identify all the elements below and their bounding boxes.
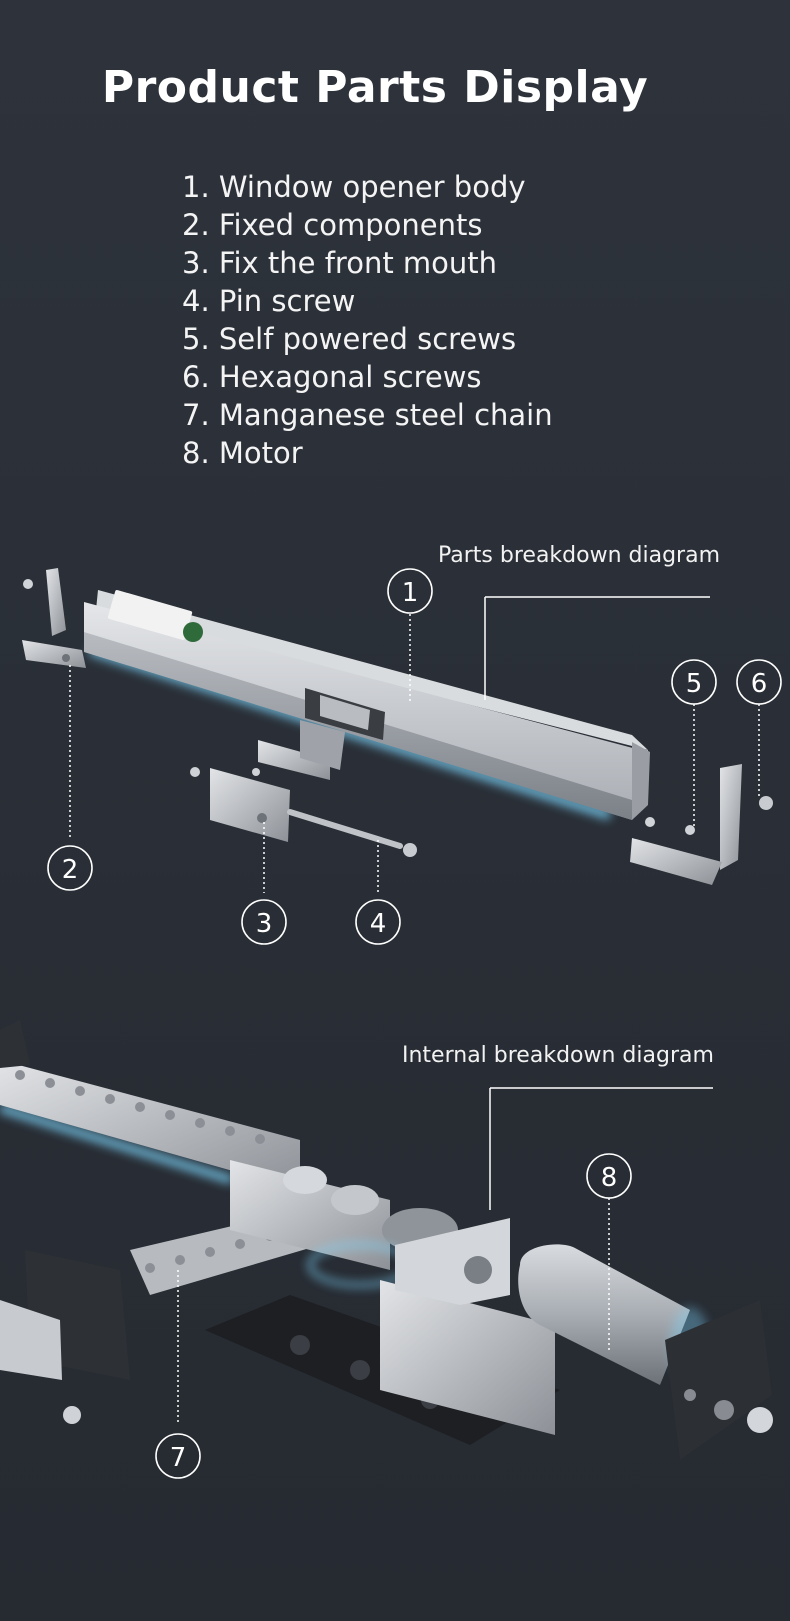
list-item: 3. Fix the front mouth	[182, 246, 498, 280]
fixed-bracket-right	[630, 764, 773, 885]
leader-lines-bottom	[489, 1087, 713, 1210]
list-item: 5. Self powered screws	[182, 322, 517, 356]
list-item: 8. Motor	[182, 436, 303, 470]
callout-4: 4	[370, 909, 387, 939]
motor-end-plate	[665, 1300, 773, 1460]
dotted-leaders-top	[69, 614, 760, 893]
callout-3: 3	[256, 909, 273, 939]
callout-circles	[47, 568, 782, 1479]
fixed-bracket-left	[22, 568, 86, 668]
dotted-leaders-bottom	[177, 1198, 610, 1425]
callout-5: 5	[686, 669, 703, 699]
slider-block	[0, 1020, 130, 1424]
list-item: 6. Hexagonal screws	[182, 360, 482, 394]
callout-1: 1	[402, 578, 419, 608]
front-mouth-bracket	[190, 720, 417, 857]
parts-list: 1. Window opener body 2. Fixed component…	[182, 168, 553, 472]
parts-breakdown-label: Parts breakdown diagram	[438, 543, 721, 568]
internal-breakdown-label: Internal breakdown diagram	[402, 1043, 714, 1068]
list-item: 4. Pin screw	[182, 284, 356, 318]
list-item: 1. Window opener body	[182, 170, 526, 204]
callout-2: 2	[62, 855, 79, 885]
callout-8: 8	[601, 1163, 618, 1193]
housing-cover	[380, 1218, 555, 1435]
list-item: 7. Manganese steel chain	[182, 398, 553, 432]
callout-6: 6	[751, 669, 768, 699]
page-title: Product Parts Display	[101, 62, 649, 113]
window-opener-body	[84, 590, 650, 820]
glow-line	[0, 1104, 234, 1184]
list-item: 2. Fixed components	[182, 208, 483, 242]
callout-7: 7	[170, 1443, 187, 1473]
leader-lines-top	[484, 596, 710, 700]
